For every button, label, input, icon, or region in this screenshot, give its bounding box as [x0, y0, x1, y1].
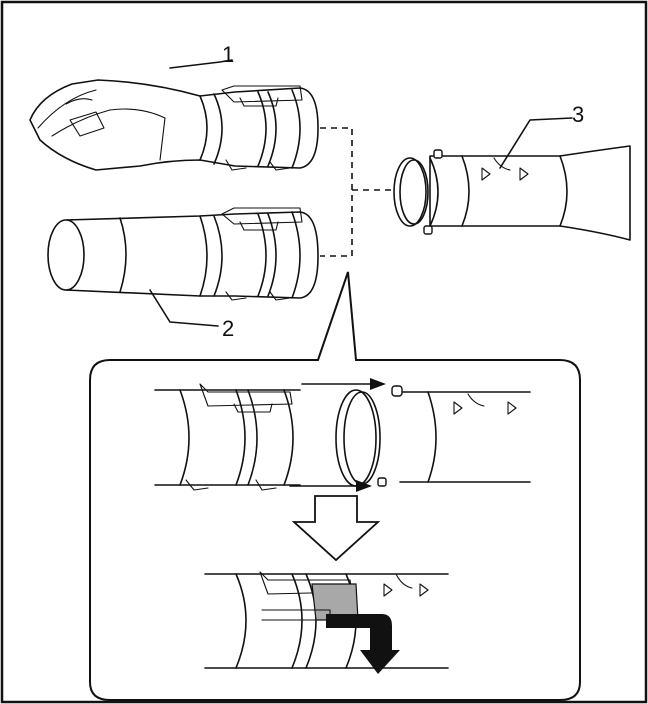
- rotate-arrow-icon: [326, 614, 400, 674]
- down-arrow-icon: [291, 495, 381, 562]
- detail-step-2: [204, 571, 449, 674]
- label-part-3: 3: [572, 102, 584, 127]
- flat-nozzle: [29, 79, 319, 171]
- blower-pipe: [393, 145, 631, 241]
- leader-line-2: [149, 289, 219, 327]
- leader-line-3: [499, 117, 573, 169]
- label-part-2: 2: [222, 316, 234, 341]
- leader-line-1: [169, 59, 233, 69]
- label-part-1: 1: [222, 42, 234, 67]
- detail-step-1: [154, 378, 531, 492]
- round-nozzle: [47, 207, 319, 301]
- connection-guides: [320, 127, 392, 257]
